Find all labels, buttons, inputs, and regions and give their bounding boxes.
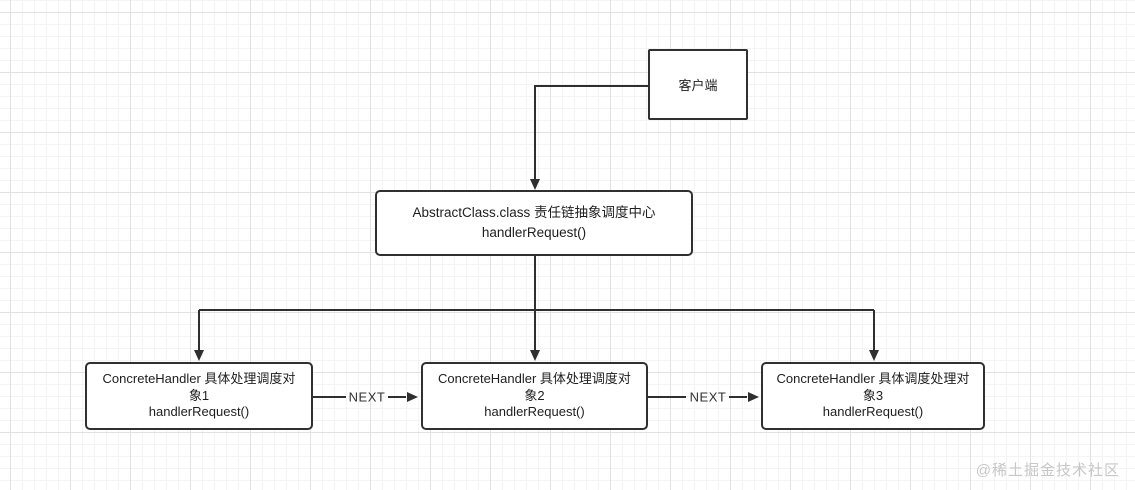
- connector-client-to-abstract: [534, 85, 648, 179]
- handler-1-title: ConcreteHandler 具体处理调度对象1: [102, 371, 296, 403]
- handler-1-method: handlerRequest(): [148, 404, 250, 420]
- arrowhead-into-abstract: [530, 179, 540, 190]
- handler-box-3: ConcreteHandler 具体调度处理对象3 handlerRequest…: [761, 362, 985, 430]
- arrowhead-into-handler2: [530, 350, 540, 361]
- handler-3-title: ConcreteHandler 具体调度处理对象3: [776, 371, 970, 403]
- arrowhead-next-2: [748, 392, 759, 402]
- arrowhead-into-handler1: [194, 350, 204, 361]
- abstract-dispatcher-box: AbstractClass.class 责任链抽象调度中心 handlerReq…: [375, 190, 693, 256]
- next-label-2: NEXT: [690, 390, 727, 405]
- next-label-1: NEXT: [349, 390, 386, 405]
- client-box: 客户端: [648, 49, 748, 120]
- abstract-dispatcher-title: AbstractClass.class 责任链抽象调度中心: [412, 205, 656, 220]
- arrowhead-into-handler3: [869, 350, 879, 361]
- handler-2-method: handlerRequest(): [484, 404, 585, 420]
- handler-box-1: ConcreteHandler 具体处理调度对象1 handlerRequest…: [85, 362, 313, 430]
- handler-box-2: ConcreteHandler 具体处理调度对象2 handlerRequest…: [421, 362, 648, 430]
- handler-2-title: ConcreteHandler 具体处理调度对象2: [438, 371, 631, 403]
- client-label: 客户端: [678, 78, 718, 93]
- handler-3-method: handlerRequest(): [822, 404, 924, 420]
- watermark: @稀土掘金技术社区: [975, 462, 1120, 479]
- arrowhead-next-1: [407, 392, 418, 402]
- abstract-dispatcher-method: handlerRequest(): [481, 225, 587, 240]
